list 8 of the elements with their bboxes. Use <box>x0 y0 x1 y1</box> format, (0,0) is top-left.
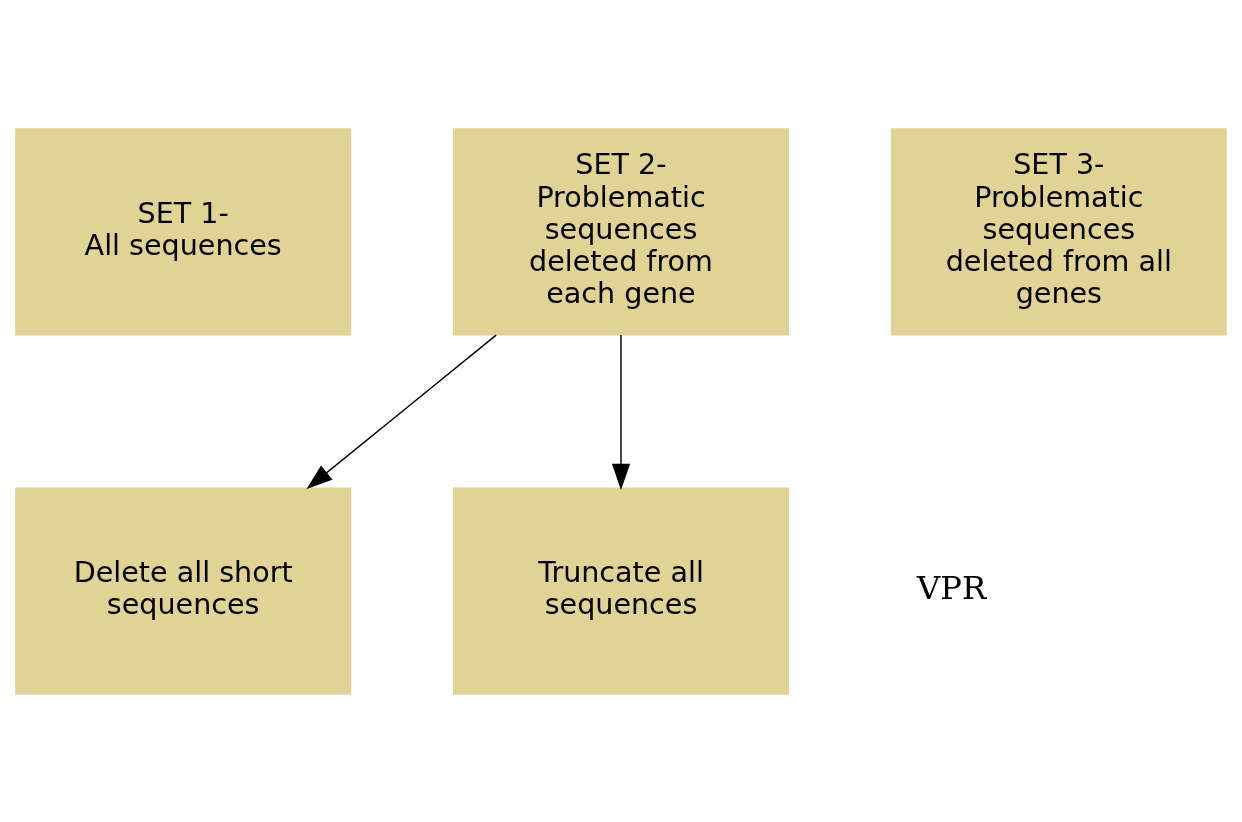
node-box: SET 1- All sequences <box>15 127 352 336</box>
node-box: Truncate all sequences <box>453 486 789 695</box>
arrow <box>306 333 497 489</box>
node-box: SET 2- Problematic sequences deleted from each gene <box>453 127 789 336</box>
arrow <box>611 333 631 490</box>
node-box: Delete all short sequences <box>15 486 352 695</box>
label: VPR <box>917 568 987 607</box>
node-box: SET 3- Problematic sequences deleted from all genes <box>890 127 1227 336</box>
